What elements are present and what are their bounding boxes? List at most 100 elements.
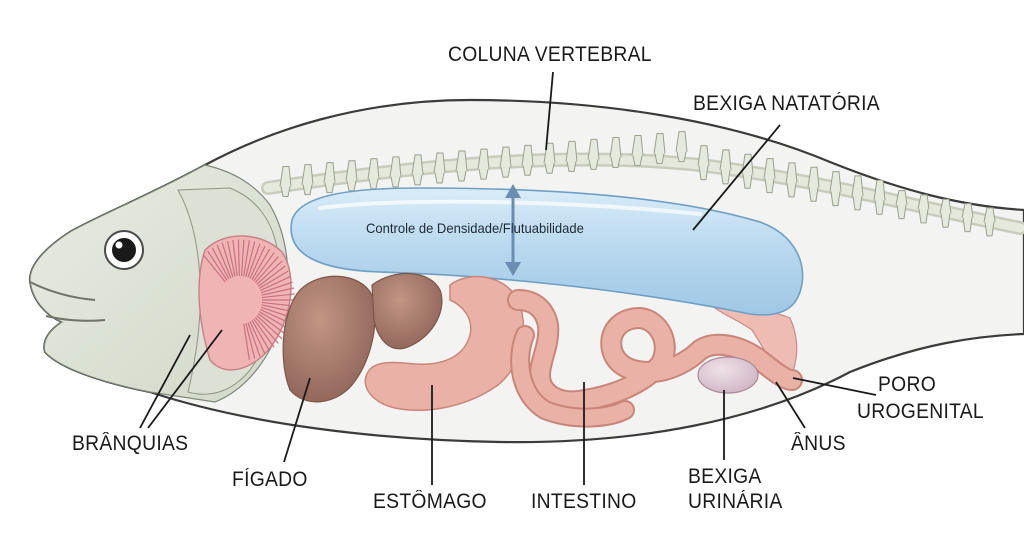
gill-filament [256,260,283,285]
vertebra-rib [632,155,643,167]
gill-filament [211,247,230,280]
urinary-bladder [697,356,759,394]
gill-filament [232,239,238,277]
vertebra-rib [808,187,819,202]
gill-filament [245,323,256,359]
label-urinary-bladder-line2: URINÁRIA [688,490,783,513]
vertebra-rib [984,221,995,237]
gill-filament [261,301,295,307]
vertebra-spine [961,203,974,218]
gill-filament [256,315,283,340]
gill-filament [202,254,226,283]
gill-filament [243,240,250,277]
gill-filament [216,244,232,279]
vertebra-rib [918,208,929,224]
gill-filament [257,313,286,335]
vertebra-rib [302,184,313,196]
vertebra-spine [851,175,864,196]
label-anus: ÂNUS [791,432,846,455]
vertebral-column [261,131,1024,237]
gill-filament [254,316,279,344]
gill-filament [237,239,240,276]
vertebra-spine [719,149,732,170]
gill-filament [260,281,293,294]
gill-filament [261,293,295,299]
vertebra-spine [697,145,710,166]
vertebra-rib [764,178,775,194]
label-stomach: ESTÔMAGO [373,490,487,513]
vertebra-rib [412,174,423,186]
vertebra-spine [455,150,468,172]
vertebra-spine [433,152,446,174]
gill-filament [258,311,289,330]
vertebra-spine [521,144,534,166]
vertebra-spine [411,154,424,175]
vertebra-rib [962,217,973,233]
gill-filament [253,252,275,282]
label-urogenital-pore-line1: PORO [878,373,937,396]
vertebra-spine [895,190,908,205]
vertebra-rib [720,169,731,185]
gill-filament [226,240,236,277]
vertebra-spine [301,164,314,185]
vertebra-rib [280,186,291,198]
vertebra-spine [587,138,600,160]
vertebra-spine [279,166,292,187]
gill-filament [247,243,261,278]
vertebra-spine [829,171,842,192]
gill-filament [243,323,250,360]
label-liver: FÍGADO [232,468,308,491]
label-spine: COLUNA VERTEBRAL [448,43,652,66]
vertebra-rib [588,159,599,170]
gills [198,235,295,371]
gill-filament [261,287,295,296]
gill-filament [207,250,228,281]
liver [282,273,443,403]
vertebra-spine [807,166,820,188]
gill-filament [260,275,291,292]
vertebra-spine [565,140,578,162]
vertebra-spine [367,158,380,179]
vertebra-rib [544,163,555,174]
gill-filament [249,245,266,279]
vertebra-spine [653,133,666,154]
vertebra-rib [676,151,687,163]
vertebra-rib [698,165,709,181]
vertebra-rib [368,178,379,190]
vertebra-rib [654,153,665,165]
vertebra-spine [873,179,886,201]
label-urinary-bladder-line1: BEXIGA [688,465,762,488]
gill-filament [257,265,286,287]
vertebra-spine [917,194,930,210]
gill-filament [254,256,279,284]
vertebra-rib [830,191,841,207]
vertebra-spine [477,148,490,170]
label-intestine: INTESTINO [531,490,637,513]
vertebra-rib [456,170,467,182]
vertebra-spine [499,146,512,168]
vertebra-rib [434,172,445,184]
vertebra-spine [323,162,336,183]
vertebra-rib [786,182,797,198]
gill-filament [249,321,266,355]
vertebra-spine [785,162,798,183]
vertebra-spine [939,198,952,214]
vertebra-rib [940,213,951,228]
label-urogenital-pore-line2: UROGENITAL [857,400,984,423]
swim-bladder [290,187,804,316]
gill-filament [247,322,261,357]
vertebra-spine [609,136,622,158]
vertebra-spine [389,156,402,177]
gill-filament [221,242,234,278]
vertebra-rib [566,161,577,172]
mouth [29,281,106,322]
vertebra-spine [983,207,996,223]
pupil [112,238,136,262]
vertebra-rib [522,165,533,176]
vertebra-rib [346,180,357,192]
gill-filament [258,270,289,289]
label-swim-bladder: BEXIGA NATATÓRIA [693,92,880,115]
intestine [507,289,803,428]
